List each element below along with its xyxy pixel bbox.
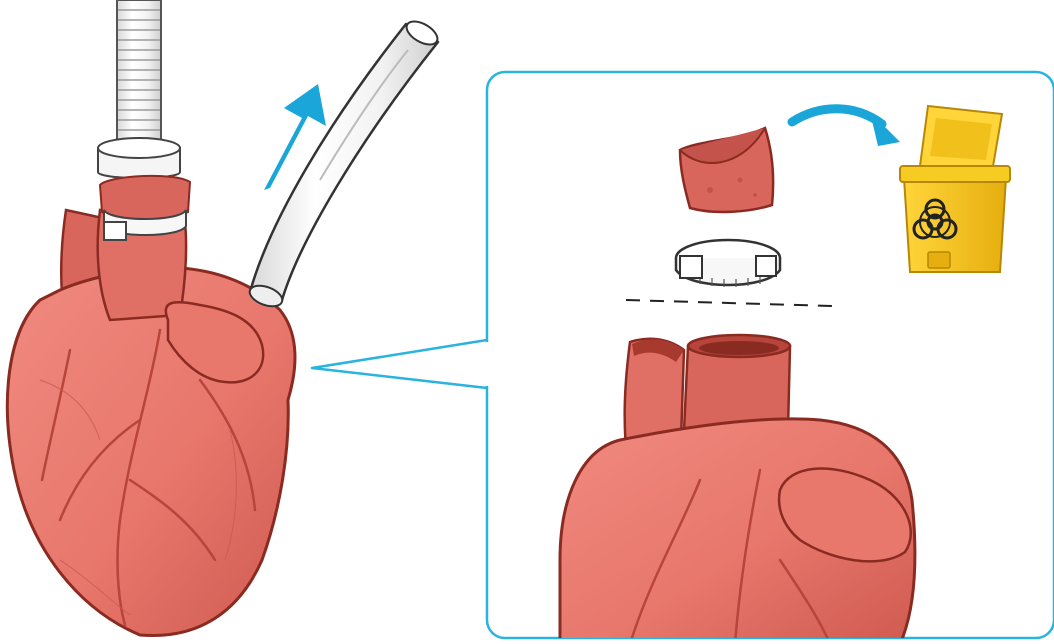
heart-body [7,210,295,636]
callout-pointer [312,340,487,388]
left-heart-group [7,0,441,636]
removed-cannula-tube [247,17,441,311]
clamp-on-aorta [98,138,190,240]
cannula-hose [117,0,161,160]
detail-callout [487,72,1054,644]
